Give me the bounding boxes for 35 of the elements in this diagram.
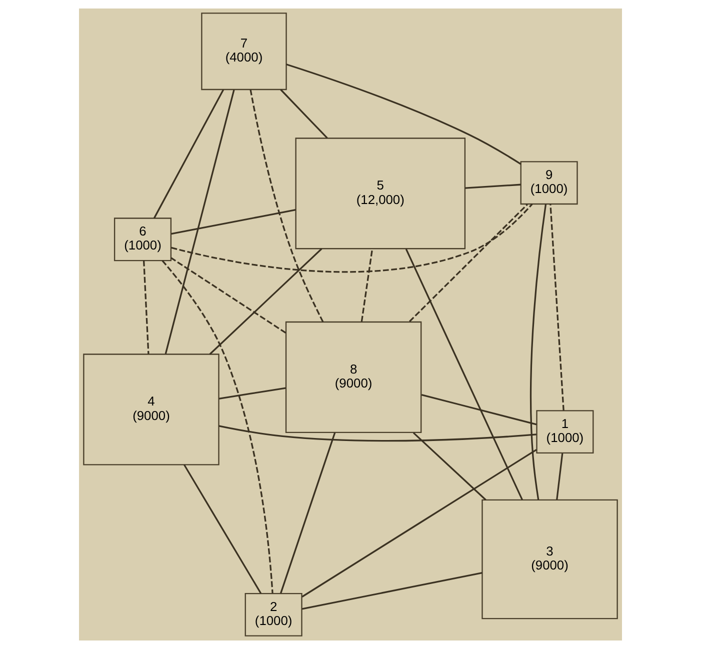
connector <box>162 260 274 594</box>
node-box: 5 (12,000) <box>295 138 466 250</box>
connector <box>530 204 547 500</box>
connector <box>171 204 533 273</box>
connector <box>280 432 336 594</box>
connector <box>465 184 521 189</box>
connector <box>209 248 322 355</box>
connector <box>218 387 286 400</box>
connector <box>164 90 235 354</box>
connector <box>250 90 324 322</box>
connector <box>153 89 224 219</box>
node-box: 8 (9000) <box>285 321 422 433</box>
connector <box>302 448 537 598</box>
connector <box>550 204 564 411</box>
node-box: 4 (9000) <box>83 354 220 466</box>
connector <box>556 453 564 500</box>
node-box: 2 (1000) <box>244 592 302 636</box>
connector <box>280 89 328 139</box>
node-box: 3 (9000) <box>482 499 618 620</box>
connector <box>412 432 486 500</box>
connector <box>421 394 537 426</box>
connector <box>405 248 523 500</box>
connector <box>302 572 482 610</box>
connector <box>360 248 374 322</box>
node-box: 1 (1000) <box>536 410 594 454</box>
connector <box>218 425 536 442</box>
connector <box>184 464 262 594</box>
connector <box>286 64 522 165</box>
connector <box>171 209 296 235</box>
connector <box>170 257 286 334</box>
node-box: 7 (4000) <box>201 12 287 90</box>
connector <box>142 260 150 354</box>
node-box: 6 (1000) <box>114 218 172 262</box>
node-box: 9 (1000) <box>520 161 578 205</box>
connector <box>408 204 528 322</box>
